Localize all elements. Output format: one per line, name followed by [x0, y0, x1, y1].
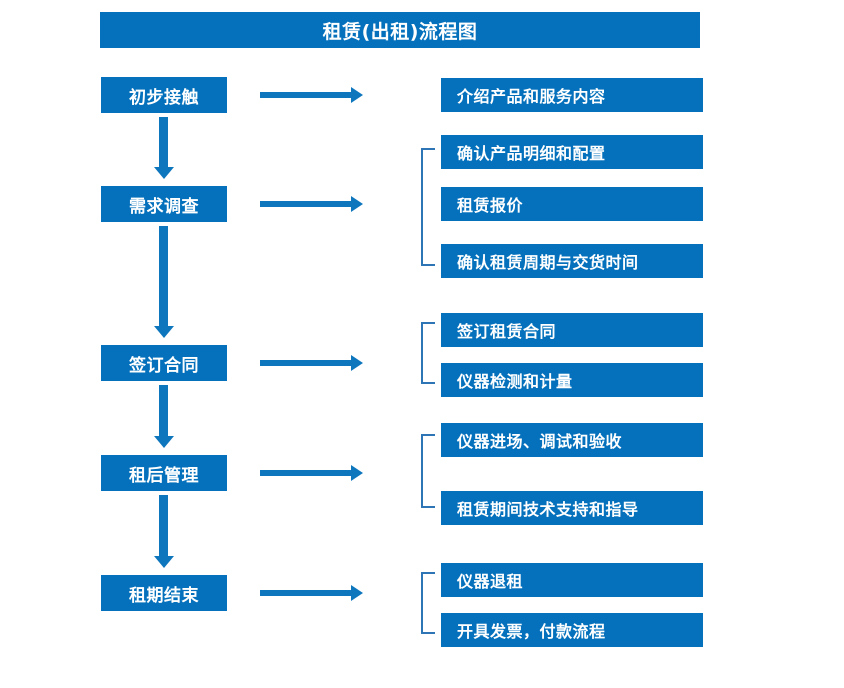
arrow-zuhou-to-zuqi — [154, 495, 174, 568]
arrow-shaft — [260, 590, 351, 596]
arrow-shaft — [159, 226, 168, 326]
arrow-head — [351, 196, 363, 212]
arrow-shaft — [159, 117, 168, 167]
arrow-head — [351, 465, 363, 481]
stage-box-zuqi-jieshu[interactable]: 租期结束 — [101, 575, 227, 611]
arrow-shaft — [159, 385, 168, 436]
arrow-shaft — [260, 360, 351, 366]
arrow-head — [351, 585, 363, 601]
detail-box-jieshao-chanpin-fuwu[interactable]: 介绍产品和服务内容 — [441, 78, 703, 112]
arrow-zuhou-to-details — [260, 465, 363, 481]
detail-box-zulin-baojia[interactable]: 租赁报价 — [441, 187, 703, 221]
stage-box-chubu-jiechu[interactable]: 初步接触 — [101, 77, 227, 113]
arrow-head — [351, 87, 363, 103]
arrow-head — [154, 326, 174, 338]
arrow-head — [154, 167, 174, 179]
arrow-shaft — [260, 201, 351, 207]
arrow-shaft — [260, 92, 351, 98]
detail-box-yiqi-tuizu[interactable]: 仪器退租 — [441, 563, 703, 597]
arrow-qianding-to-details — [260, 355, 363, 371]
arrow-qianding-to-zuhou — [154, 385, 174, 448]
detail-box-qianding-zulin-hetong[interactable]: 签订租赁合同 — [441, 313, 703, 347]
detail-box-queren-chanpin-peizhi[interactable]: 确认产品明细和配置 — [441, 135, 703, 169]
bracket-qianding-group — [421, 322, 435, 384]
bracket-xuqiu-group — [421, 148, 435, 266]
detail-box-jishu-zhichi-zhidao[interactable]: 租赁期间技术支持和指导 — [441, 491, 703, 525]
stage-box-zuhou-guanli[interactable]: 租后管理 — [101, 455, 227, 491]
diagram-title: 租赁(出租)流程图 — [100, 12, 700, 48]
arrow-chubu-to-xuqiu — [154, 117, 174, 179]
detail-box-yiqi-jinchang-yanshou[interactable]: 仪器进场、调试和验收 — [441, 423, 703, 457]
arrow-shaft — [159, 495, 168, 556]
arrow-head — [154, 556, 174, 568]
detail-box-yiqi-jiance-jiliang[interactable]: 仪器检测和计量 — [441, 363, 703, 397]
stage-box-xuqiu-diaocha[interactable]: 需求调查 — [101, 186, 227, 222]
detail-box-kaiju-fapiao-fukuan[interactable]: 开具发票，付款流程 — [441, 613, 703, 647]
arrow-xuqiu-to-details — [260, 196, 363, 212]
arrow-chubu-to-details — [260, 87, 363, 103]
stage-box-qianding-hetong[interactable]: 签订合同 — [101, 345, 227, 381]
bracket-zuqi-group — [421, 572, 435, 634]
arrow-xuqiu-to-qianding — [154, 226, 174, 338]
arrow-shaft — [260, 470, 351, 476]
arrow-zuqi-to-details — [260, 585, 363, 601]
bracket-zuhou-group — [421, 434, 435, 508]
detail-box-queren-zhouqi-jiaohuo[interactable]: 确认租赁周期与交货时间 — [441, 244, 703, 278]
arrow-head — [351, 355, 363, 371]
arrow-head — [154, 436, 174, 448]
